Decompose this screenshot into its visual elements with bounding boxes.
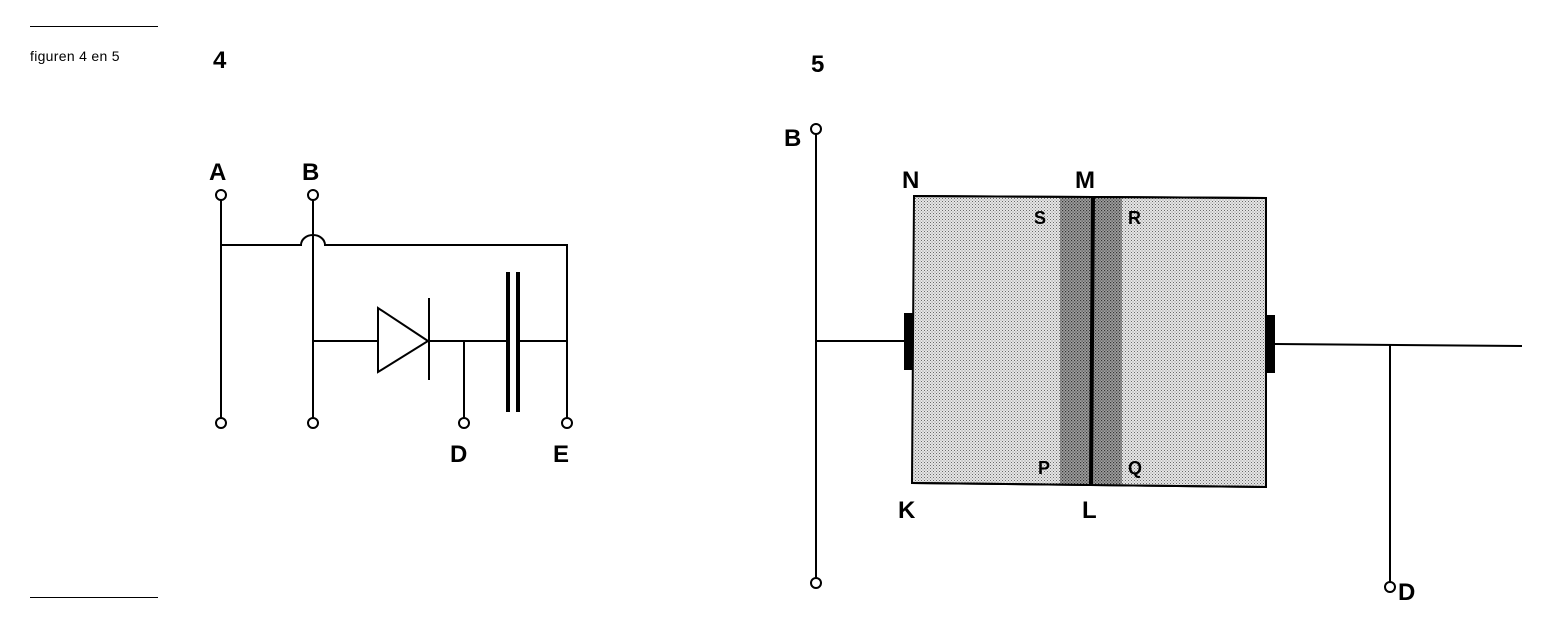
corner-label-k: K bbox=[898, 497, 916, 524]
corner-label-m: M bbox=[1075, 167, 1095, 194]
wire-right bbox=[1274, 343, 1523, 347]
corner-label-l: L bbox=[1082, 497, 1097, 524]
figure-5-number: 5 bbox=[811, 51, 824, 78]
corner-label-n: N bbox=[902, 167, 919, 194]
terminal-label-d-fig5: D bbox=[1398, 579, 1415, 606]
block-top-edge bbox=[913, 195, 1267, 199]
terminal-label-b: B bbox=[302, 159, 319, 186]
figure-4: 4 A B D E bbox=[209, 47, 573, 468]
region-label-p: P bbox=[1038, 458, 1050, 478]
terminal-label-e: E bbox=[553, 441, 569, 468]
bottom-rule bbox=[30, 597, 158, 598]
terminal-e bbox=[561, 417, 573, 429]
figure-5: 5 B D N M bbox=[784, 51, 1523, 606]
terminal-b-bottom bbox=[307, 417, 319, 429]
terminal-a-top bbox=[215, 189, 227, 201]
terminal-b-fig5-top bbox=[810, 123, 822, 135]
region-label-q: Q bbox=[1128, 458, 1142, 478]
region-label-r: R bbox=[1128, 208, 1141, 228]
left-contact bbox=[904, 313, 913, 370]
terminal-label-d: D bbox=[450, 441, 467, 468]
terminal-label-b-fig5: B bbox=[784, 125, 801, 152]
terminal-a-bottom bbox=[215, 417, 227, 429]
diode-icon bbox=[377, 306, 430, 374]
right-contact bbox=[1266, 315, 1275, 373]
figure-4-number: 4 bbox=[213, 47, 227, 74]
terminal-b-fig5-bottom bbox=[810, 577, 822, 589]
junction-line bbox=[1089, 195, 1095, 486]
figure-caption: figuren 4 en 5 bbox=[30, 48, 120, 64]
wire-a-to-e-crossover bbox=[221, 234, 568, 418]
top-rule bbox=[30, 26, 158, 27]
terminal-d bbox=[458, 417, 470, 429]
region-label-s: S bbox=[1034, 208, 1046, 228]
terminal-d-fig5 bbox=[1384, 581, 1396, 593]
terminal-b-top bbox=[307, 189, 319, 201]
block-bottom-edge bbox=[911, 482, 1267, 488]
terminal-label-a: A bbox=[209, 159, 226, 186]
